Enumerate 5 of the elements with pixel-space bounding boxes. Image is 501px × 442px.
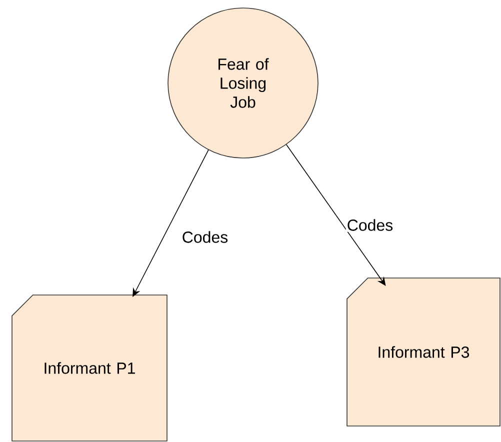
document-box: Informant P3 [346, 278, 500, 426]
edge-label: Codes [346, 218, 394, 232]
circle-node: Fear of Losing Job [168, 8, 318, 158]
document-box: Informant P1 [12, 294, 168, 442]
edge-label: Codes [180, 230, 230, 244]
